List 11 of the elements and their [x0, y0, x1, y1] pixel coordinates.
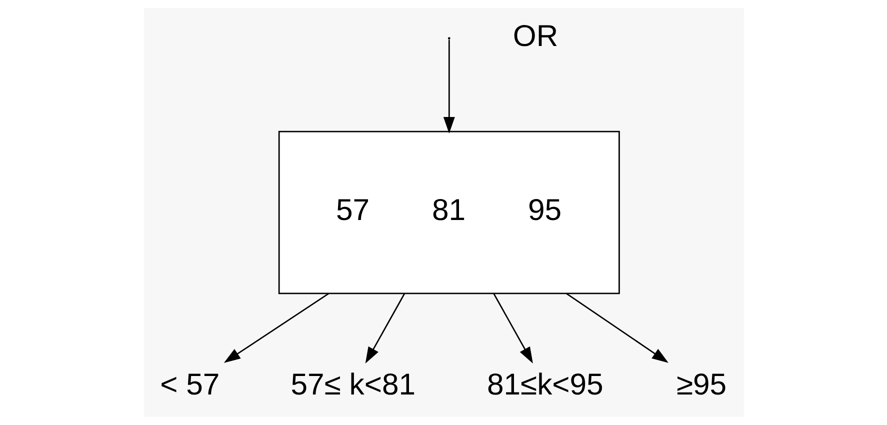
label: OR	[512, 20, 558, 54]
arrow	[566, 293, 668, 363]
node-text: ≥95	[676, 368, 726, 402]
arrow	[442, 40, 454, 134]
arrow	[364, 293, 405, 364]
node-text: 57≤ k<81	[290, 368, 415, 402]
node-text: 81≤k<95	[486, 368, 603, 402]
arrow	[492, 293, 532, 364]
node-box: 57 81 95	[278, 130, 620, 294]
node-text: < 57	[160, 368, 220, 402]
arrow	[223, 293, 329, 363]
